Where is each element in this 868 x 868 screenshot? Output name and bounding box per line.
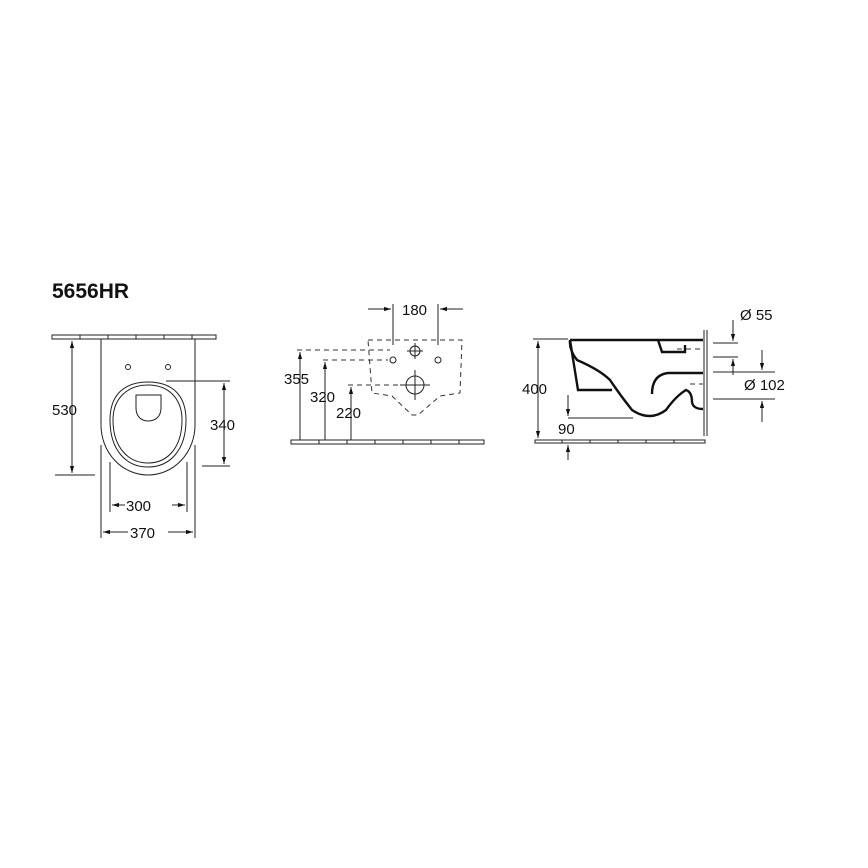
bowl-footprint [367,339,463,416]
fixing-marks [389,343,442,400]
dim-h355: 355 [284,371,309,388]
dim-height: 400 [522,381,547,398]
wall-view: 180 355 320 220 [284,302,485,445]
bowl-outline [100,339,196,476]
wall-floor-strip [51,334,217,340]
floor-strip [534,439,706,444]
dim-seat-width: 300 [126,498,151,515]
dim-inlet-diameter: Ø 55 [740,307,773,324]
dim-seat-length: 340 [210,417,235,434]
bowl-opening [135,394,162,422]
top-view: 530 340 300 370 [51,334,235,542]
dim-width: 370 [130,525,155,542]
fixing-hole [125,364,131,370]
floor-strip [290,439,485,445]
model-title: 5656HR [52,280,129,303]
dim-fixing-spacing: 180 [402,302,427,319]
fixing-hole [165,364,171,370]
dim-outlet-diameter: Ø 102 [744,377,785,394]
side-view: 400 90 Ø 55 Ø 102 [522,307,785,460]
bowl-profile [568,338,704,418]
dim-outlet-height: 90 [558,421,575,438]
wall [703,330,708,436]
dim-h220: 220 [336,405,361,422]
dim-depth: 530 [52,402,77,419]
dim-h320: 320 [310,389,335,406]
seat-outline [109,381,187,468]
